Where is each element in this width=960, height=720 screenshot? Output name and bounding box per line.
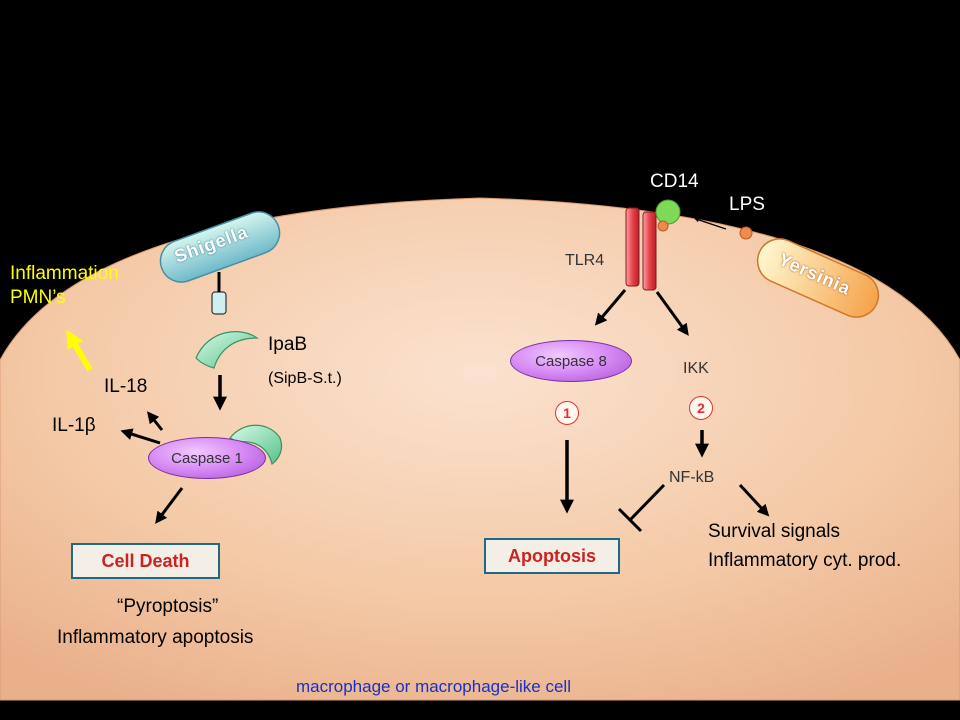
page-subtitle: Shigella, Salmonella, and Yersinia <box>336 82 624 103</box>
cell-type-caption: macrophage or macrophage-like cell <box>296 677 571 696</box>
inflammatory-apoptosis-label: Inflammatory apoptosis <box>57 627 254 648</box>
tlr4-receptor-right <box>642 211 657 291</box>
lps-molecule <box>739 226 753 240</box>
survival-signals-label: Survival signals <box>708 521 840 542</box>
il18-label: IL-18 <box>104 376 148 397</box>
step-2-label: 2 <box>697 400 705 416</box>
ipab-effector-shape <box>195 331 259 369</box>
ipab-note: (SipB-S.t.) <box>268 370 342 387</box>
caspase-1-label: Caspase 1 <box>171 449 243 467</box>
cell-death-label: Cell Death <box>101 550 190 571</box>
pmn-label: PMN’s <box>10 287 66 308</box>
apoptosis-label: Apoptosis <box>508 545 596 566</box>
caspase-8-node: Caspase 8 <box>510 340 632 382</box>
step-2-badge: 2 <box>689 396 713 420</box>
page-title: Mechanisms of TIII secretion-induced cyt… <box>226 46 734 72</box>
lps-label: LPS <box>729 194 765 215</box>
cd14-molecule <box>655 199 681 225</box>
nfkb-label: NF-kB <box>669 469 715 486</box>
caspase-1-node: Caspase 1 <box>148 437 266 479</box>
tlr4-receptor-left <box>625 207 640 287</box>
shigella-bacterium <box>159 211 281 283</box>
macrophage-cell <box>0 197 960 701</box>
caspase-8-label: Caspase 8 <box>535 352 607 370</box>
step-1-label: 1 <box>563 405 571 421</box>
ipab-label: IpaB <box>268 334 308 355</box>
inflammation-label: Inflammation <box>10 263 119 284</box>
apoptosis-box: Apoptosis <box>484 538 620 574</box>
nfkb-inhibits-apoptosis <box>628 483 666 522</box>
step-1-badge: 1 <box>555 401 579 425</box>
cell-death-box: Cell Death <box>71 543 220 579</box>
cd14-label: CD14 <box>650 171 699 192</box>
ikk-label: IKK <box>683 360 709 377</box>
cd14-bound-lps <box>657 220 669 232</box>
il1-beta-label: IL-1β <box>52 415 96 436</box>
caspase1-bound-effector <box>229 424 283 466</box>
yersinia-bacterium <box>756 238 880 318</box>
tlr4-label: TLR4 <box>565 252 605 269</box>
pyroptosis-label: “Pyroptosis” <box>117 596 219 617</box>
inflammatory-cytokine-label: Inflammatory cyt. prod. <box>708 550 902 571</box>
t3ss-needle <box>211 291 227 315</box>
